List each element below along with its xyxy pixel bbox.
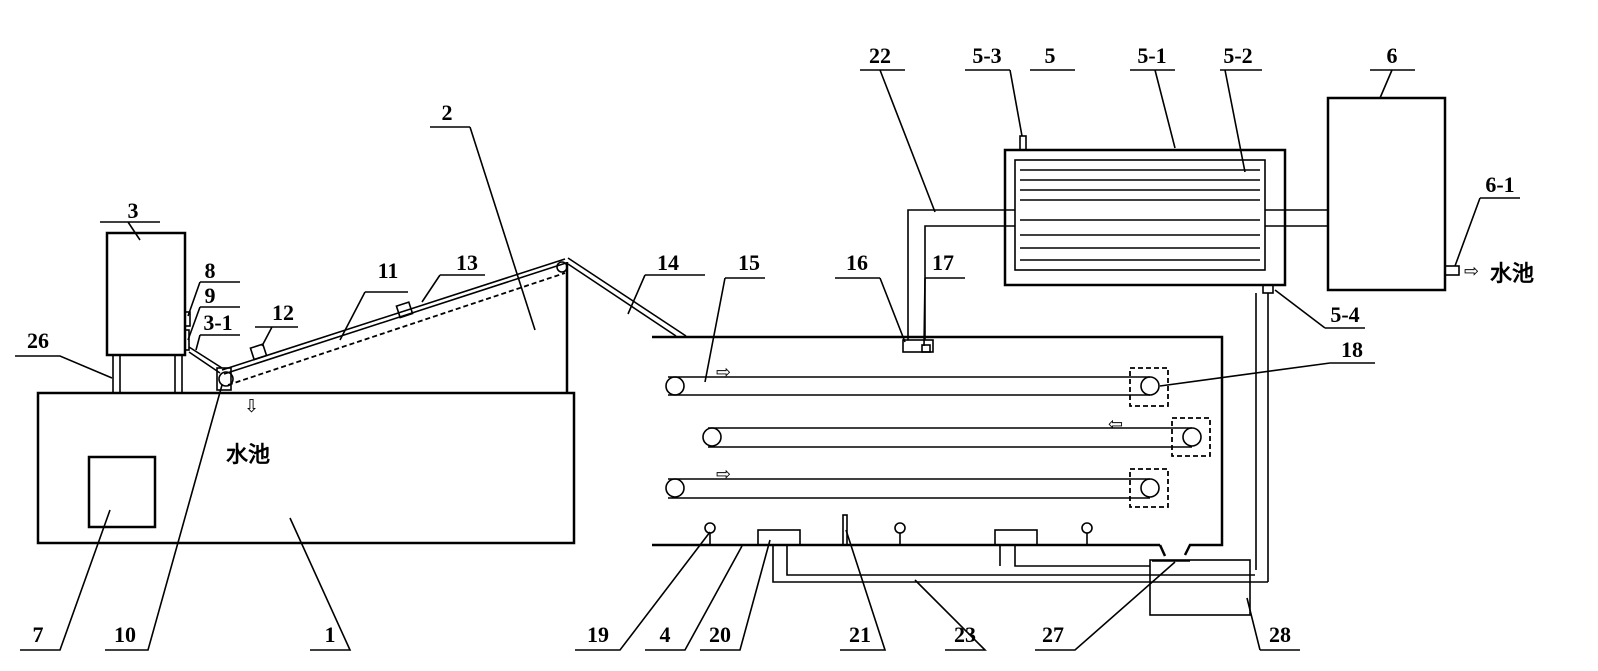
label-10: 10 (114, 622, 136, 647)
label-23: 23 (954, 622, 976, 647)
label-13: 13 (456, 250, 478, 275)
sensor-13 (395, 301, 414, 319)
outlet-6-1 (1444, 265, 1460, 276)
mesh-belt-middle (702, 417, 1211, 457)
flow-right-icon: ⇨ (716, 362, 731, 383)
label-5-3: 5-3 (972, 43, 1001, 68)
mesh-belt-bottom (665, 468, 1169, 508)
label-20: 20 (709, 622, 731, 647)
label-5-2: 5-2 (1223, 43, 1252, 68)
control-box-7 (87, 455, 157, 529)
label-8: 8 (205, 258, 216, 283)
label-11: 11 (378, 258, 399, 283)
unit-3 (105, 231, 187, 357)
label-21: 21 (849, 622, 871, 647)
label-27: 27 (1042, 622, 1064, 647)
chute-14 (567, 257, 687, 337)
label-4: 4 (660, 622, 671, 647)
label-2: 2 (442, 100, 453, 125)
label-1: 1 (325, 622, 336, 647)
label-7: 7 (33, 622, 44, 647)
drying-chamber-4 (652, 335, 1224, 556)
air-duct-23 (772, 545, 1268, 583)
sensor-12 (249, 343, 268, 361)
fan-20b (994, 529, 1038, 546)
label-3: 3 (128, 198, 139, 223)
label-6: 6 (1387, 43, 1398, 68)
flow-down-icon: ⇩ (244, 396, 259, 417)
vent-5-3 (1019, 135, 1027, 151)
tank-28 (1149, 559, 1251, 616)
label-18: 18 (1341, 337, 1363, 362)
label-3-1: 3-1 (203, 310, 232, 335)
condenser-tubes-5-1 (1014, 159, 1266, 271)
label-9: 9 (205, 283, 216, 308)
label-5-4: 5-4 (1330, 302, 1359, 327)
label-5-1: 5-1 (1137, 43, 1166, 68)
reference-labels: 3 26 8 9 3-1 12 11 13 2 14 15 16 17 22 5… (15, 43, 1520, 651)
label-6-1: 6-1 (1485, 172, 1514, 197)
support-legs-26 (112, 355, 183, 393)
mesh-belt-15 (665, 367, 1169, 407)
label-17: 17 (932, 250, 954, 275)
condenser-5 (1003, 148, 1287, 287)
pool-label-left: 水池 (226, 443, 270, 468)
part-9 (184, 329, 190, 351)
flow-right-icon: ⇨ (1464, 261, 1479, 282)
part-8 (184, 311, 191, 327)
inclined-conveyor-11 (216, 258, 568, 391)
probe-21 (842, 514, 848, 546)
inlet-16 (902, 339, 934, 353)
unit-6 (1326, 96, 1447, 292)
flow-left-icon: ⇦ (1108, 414, 1123, 435)
return-pipe (1255, 293, 1269, 582)
water-tank-1 (36, 391, 576, 545)
label-5: 5 (1045, 43, 1056, 68)
roller-10 (218, 371, 234, 387)
label-22: 22 (869, 43, 891, 68)
pool-label-right: 水池 (1490, 262, 1534, 287)
label-26: 26 (27, 328, 49, 353)
label-15: 15 (738, 250, 760, 275)
label-16: 16 (846, 250, 868, 275)
drive-motor-18 (1129, 367, 1169, 407)
sensor-17 (921, 344, 931, 353)
flow-right-icon: ⇨ (716, 464, 731, 485)
chute-3-1 (188, 346, 223, 374)
fan-20 (757, 529, 801, 546)
label-19: 19 (587, 622, 609, 647)
label-28: 28 (1269, 622, 1291, 647)
label-14: 14 (657, 250, 679, 275)
heater-19 (704, 522, 1093, 545)
label-12: 12 (272, 300, 294, 325)
